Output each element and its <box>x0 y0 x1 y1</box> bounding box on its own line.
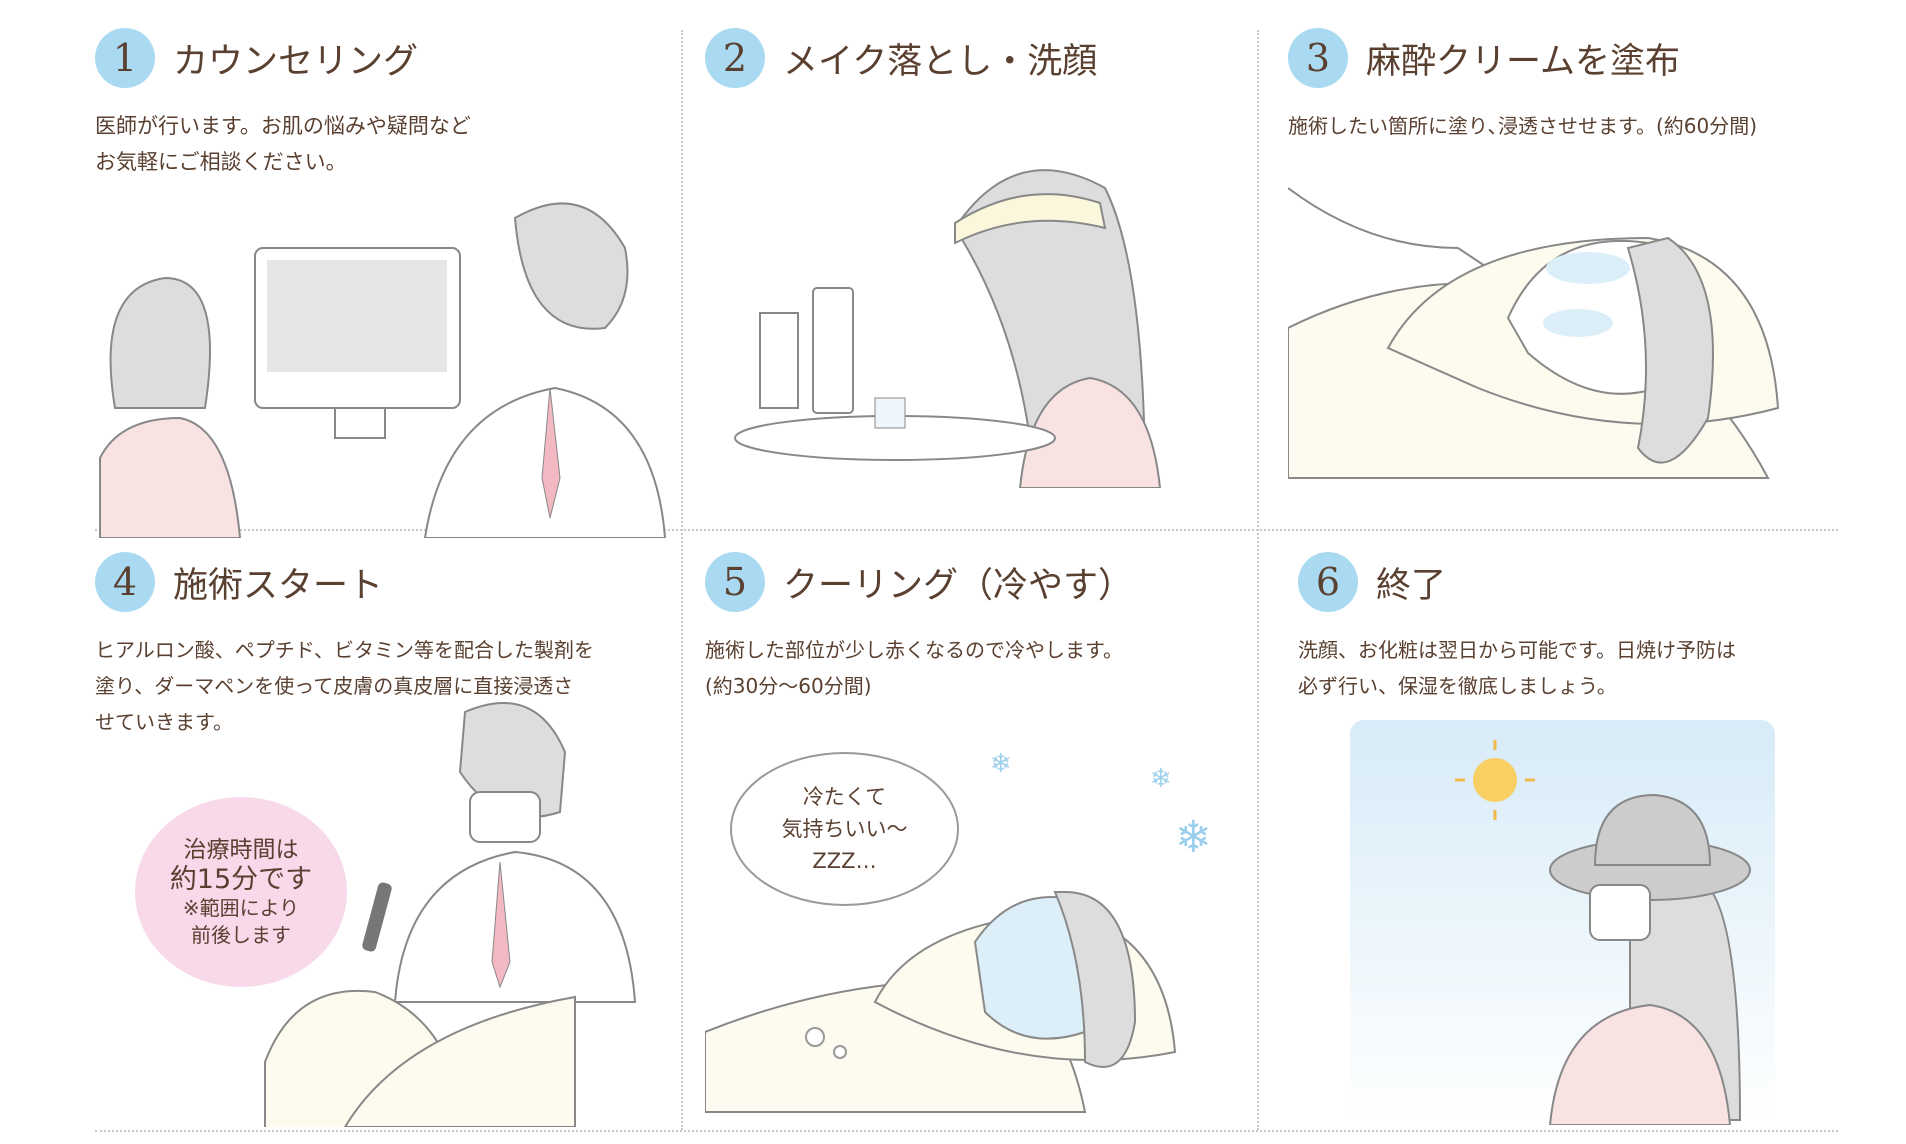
step-6: 6 終了 洗顔、お化粧は翌日から可能です。日焼け予防は 必ず行い、保湿を徹底しまし… <box>1298 552 1848 1127</box>
cooling-illustration: ❄ ❄ ❄ <box>705 749 1212 1113</box>
step-title: 施術スタート <box>173 565 384 606</box>
divider <box>1257 30 1259 1130</box>
counseling-illustration <box>99 202 667 538</box>
treatment-illustration <box>264 702 637 1127</box>
divider <box>95 529 1838 531</box>
thought-bubble: 冷たくて 気持ちいい～ ZZZ… <box>730 752 959 906</box>
face-wash-illustration <box>734 169 1162 488</box>
step-number-badge: 6 <box>1298 552 1358 612</box>
thought-text: 冷たくて <box>802 785 887 809</box>
svg-text:❄: ❄ <box>990 749 1012 779</box>
step-3: 3 麻酔クリームを塗布 施術したい箇所に塗り､浸透させせます。(約60分間) <box>1288 28 1848 528</box>
step-title: クーリング（冷やす） <box>783 565 1134 606</box>
thought-text: ZZZ… <box>812 849 877 873</box>
bubble-text: 治療時間は <box>183 837 299 863</box>
step-description: 施術した部位が少し赤くなるので冷やします。 (約30分～60分間) <box>705 638 1123 698</box>
divider <box>95 1130 1838 1132</box>
step-1: 1 カウンセリング 医師が行います。お肌の悩みや疑問など お気軽にご相談ください。 <box>95 28 675 538</box>
step-number-badge: 3 <box>1288 28 1348 88</box>
step-title: カウンセリング <box>173 41 419 82</box>
step-number-badge: 4 <box>95 552 155 612</box>
svg-text:❄: ❄ <box>1175 812 1212 863</box>
step-title: メイク落とし・洗顔 <box>783 41 1098 82</box>
bubble-note: 前後します <box>191 923 291 947</box>
step-title: 麻酔クリームを塗布 <box>1366 41 1680 82</box>
sun-protection-illustration <box>1350 720 1775 1125</box>
divider <box>681 30 683 1130</box>
svg-text:❄: ❄ <box>1150 764 1172 794</box>
bubble-text: 約15分です <box>169 864 313 895</box>
step-4: 4 施術スタート ヒアルロン酸、ペプチド、ビタミン等を配合した製剤を 塗り、ダーマ… <box>95 552 675 1127</box>
step-number-badge: 1 <box>95 28 155 88</box>
thought-text: 気持ちいい～ <box>781 817 908 841</box>
treatment-time-bubble: 治療時間は 約15分です ※範囲により 前後します <box>135 797 347 987</box>
step-description: 洗顔、お化粧は翌日から可能です。日焼け予防は 必ず行い、保湿を徹底しましょう。 <box>1298 638 1736 698</box>
step-description: 医師が行います。お肌の悩みや疑問など お気軽にご相談ください。 <box>95 114 471 174</box>
step-5: 5 クーリング（冷やす） 施術した部位が少し赤くなるので冷やします。 (約30分～… <box>705 552 1245 1127</box>
step-description: ヒアルロン酸、ペプチド、ビタミン等を配合した製剤を 塗り、ダーマペンを使って皮膚… <box>95 638 594 734</box>
step-title: 終了 <box>1376 565 1447 606</box>
step-number-badge: 5 <box>705 552 765 612</box>
step-number-badge: 2 <box>705 28 765 88</box>
step-description: 施術したい箇所に塗り､浸透させせます。(約60分間) <box>1288 114 1758 138</box>
numbing-cream-illustration <box>1288 187 1780 479</box>
step-2: 2 メイク落とし・洗顔 <box>705 28 1245 528</box>
bubble-note: ※範囲により <box>182 896 300 920</box>
